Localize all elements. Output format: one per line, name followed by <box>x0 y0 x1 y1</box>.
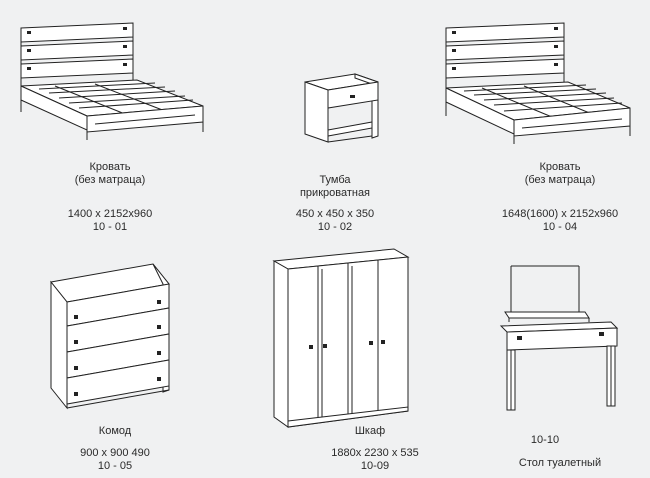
bed-drawing <box>15 20 215 145</box>
item-code: 10 - 02 <box>317 221 353 233</box>
chest-of-drawers-drawing <box>45 262 180 412</box>
item-code-caption: 10-10 <box>520 434 570 447</box>
item-size: 450 x 450 x 350 <box>295 208 375 220</box>
item-caption: Комод <box>75 425 155 438</box>
item-size: 1880x 2230 x 535 <box>331 447 419 459</box>
item-code: 10 - 05 <box>97 460 133 472</box>
item-name: Тумба <box>319 174 351 186</box>
item-name: Стол туалетный <box>518 457 602 469</box>
item-name: Кровать <box>89 161 131 173</box>
bed-drawing <box>440 20 640 150</box>
item-code: 10 - 01 <box>92 221 128 233</box>
item-caption: Шкаф <box>330 425 410 438</box>
item-specs: 1648(1600) x 2152x960 10 - 04 <box>480 208 640 234</box>
item-caption: Стол туалетный <box>505 457 615 470</box>
item-caption: Кровать (без матраца) <box>505 161 615 187</box>
item-caption: Кровать (без матраца) <box>55 161 165 187</box>
dressing-table-drawing <box>495 260 625 415</box>
item-note: прикроватная <box>299 187 371 199</box>
item-size: 1648(1600) x 2152x960 <box>501 208 619 220</box>
item-specs: 450 x 450 x 350 10 - 02 <box>265 208 405 234</box>
item-specs: 900 x 900 490 10 - 05 <box>60 447 170 473</box>
item-caption: Тумба прикроватная <box>280 174 390 200</box>
item-specs: 1400 x 2152x960 10 - 01 <box>35 208 185 234</box>
item-name: Кровать <box>539 161 581 173</box>
item-code: 10-09 <box>360 460 390 472</box>
item-code: 10 - 04 <box>542 221 578 233</box>
item-size: 1400 x 2152x960 <box>67 208 153 220</box>
item-note: (без матраца) <box>524 174 596 186</box>
item-code: 10-10 <box>530 434 560 446</box>
item-specs: 1880x 2230 x 535 10-09 <box>305 447 445 473</box>
item-size: 900 x 900 490 <box>80 447 150 459</box>
nightstand-drawing <box>300 70 385 150</box>
wardrobe-drawing <box>270 245 415 430</box>
item-note: (без матраца) <box>74 174 146 186</box>
item-name: Шкаф <box>354 425 386 437</box>
item-name: Комод <box>98 425 132 437</box>
